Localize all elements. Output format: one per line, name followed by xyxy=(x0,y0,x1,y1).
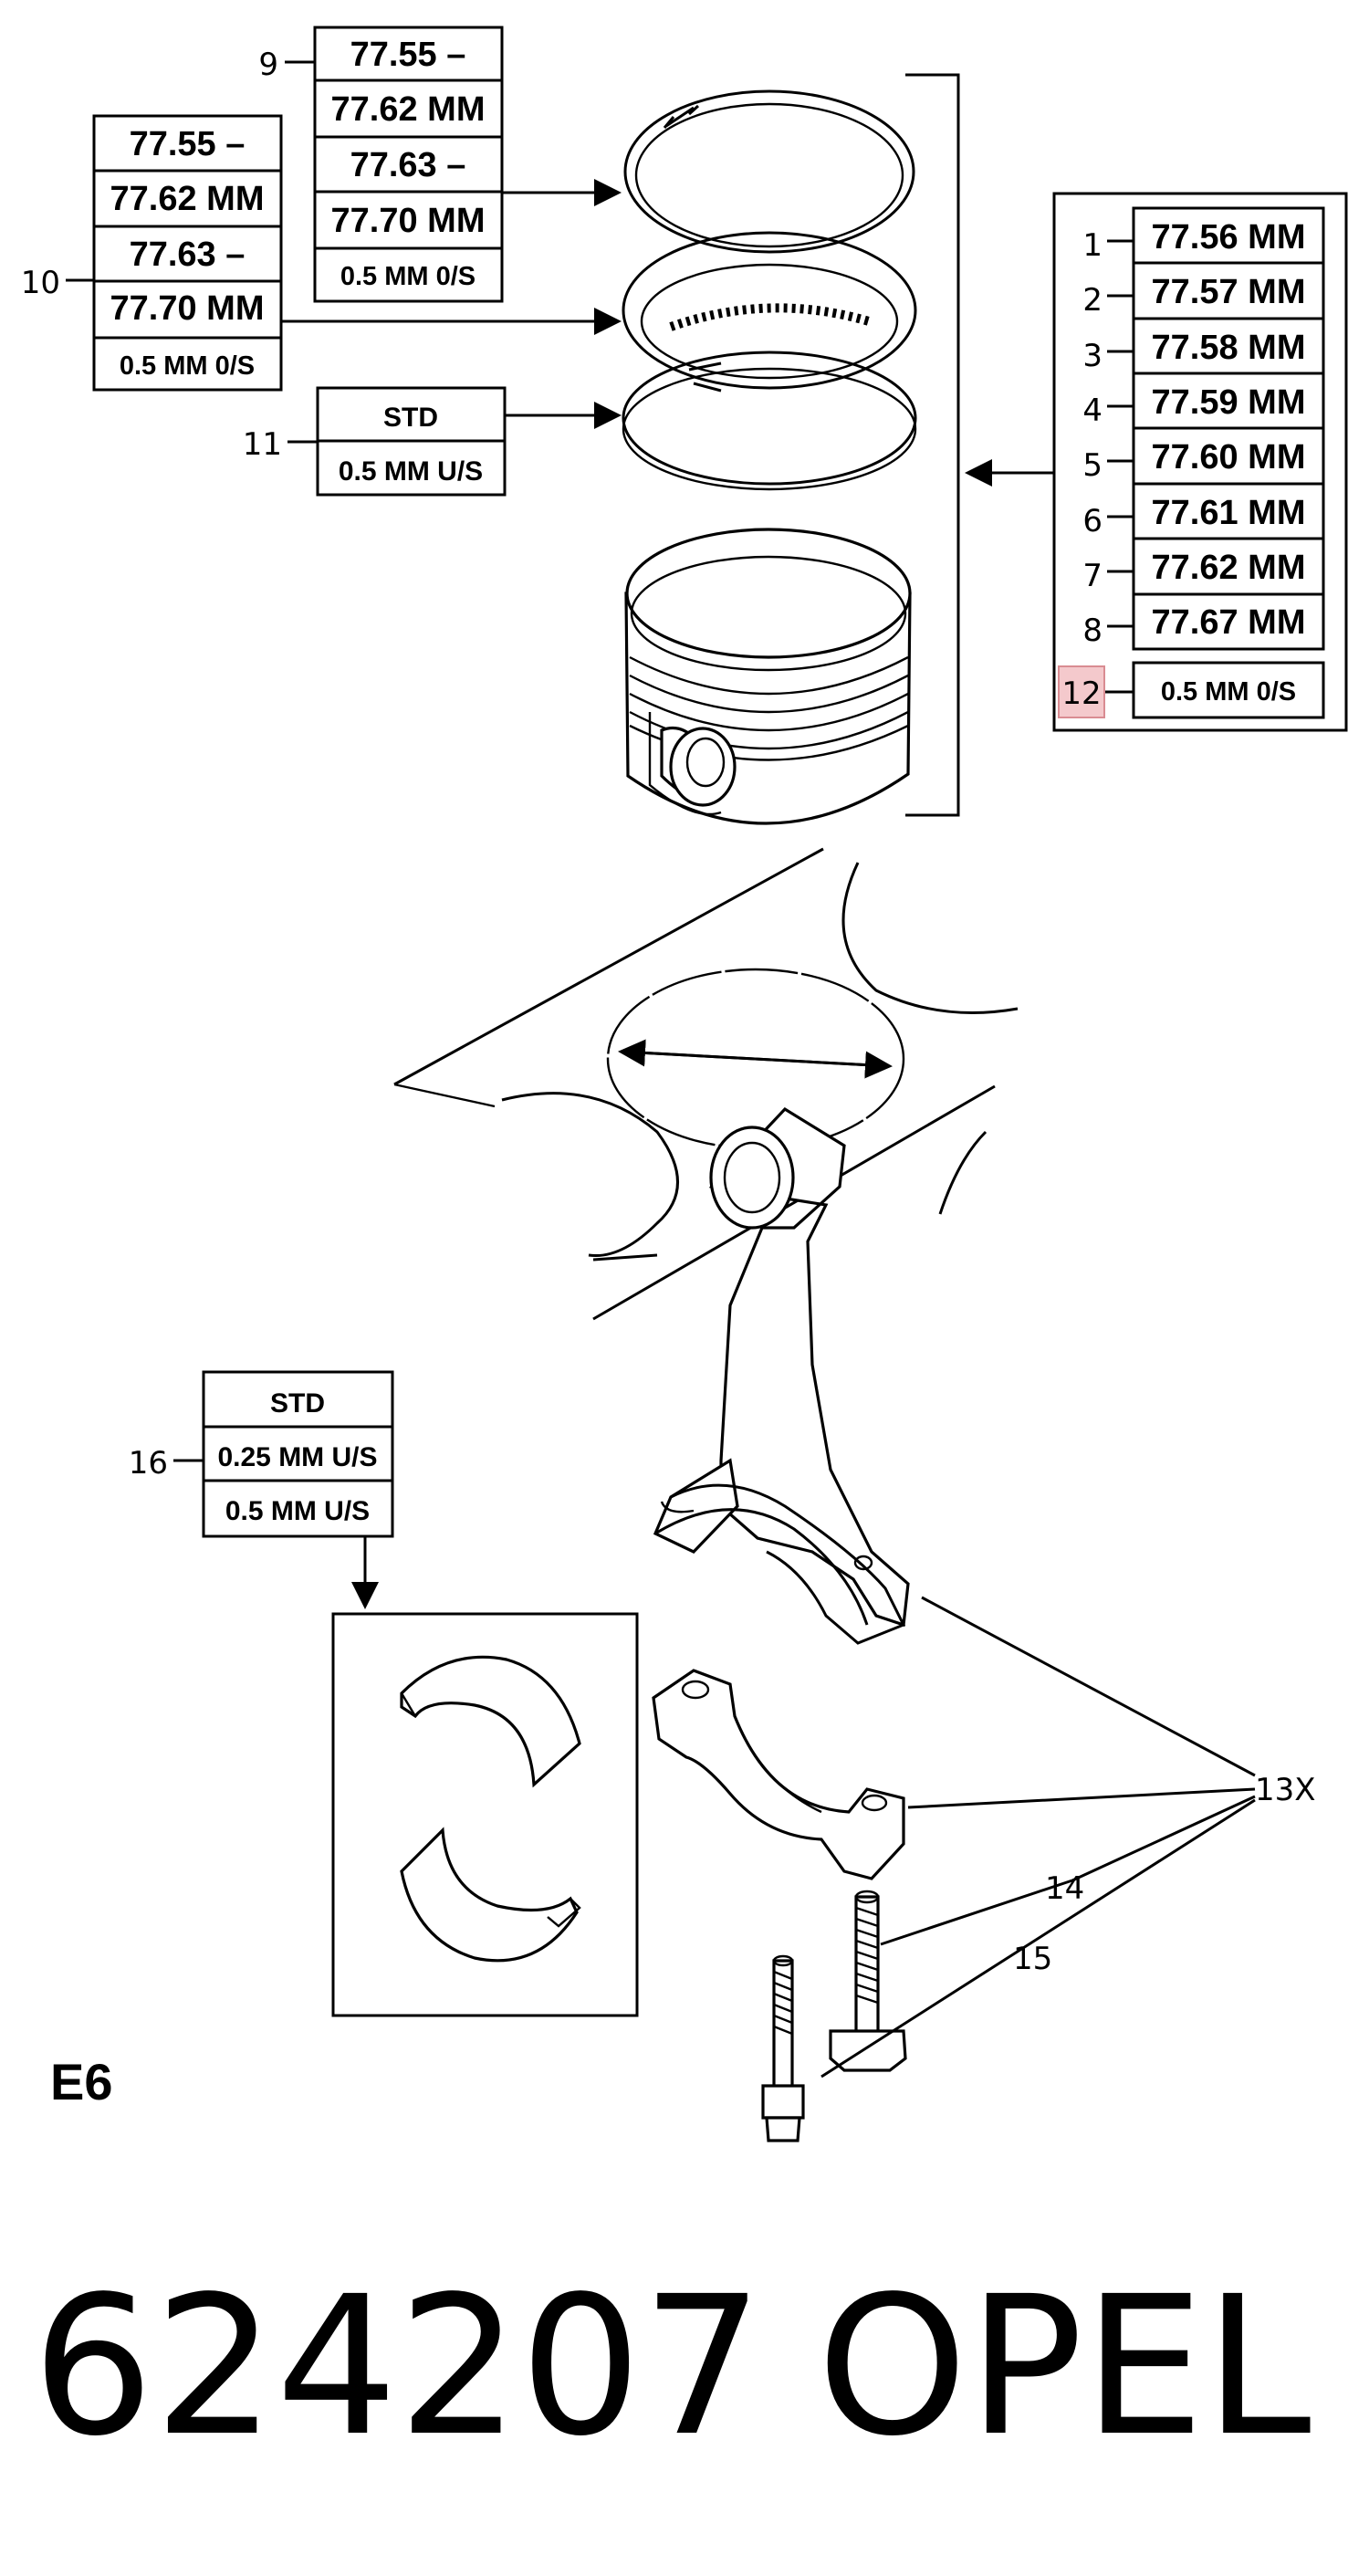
connecting-rod-bolt-15 xyxy=(761,1954,805,2142)
ring11-std: STD xyxy=(383,403,438,433)
bearing-undersize-05: 0.5 MM U/S xyxy=(225,1496,370,1526)
ring10-size-3: 77.63 – xyxy=(130,236,246,274)
ring9-size-2: 77.62 MM xyxy=(331,90,486,129)
callout-4: 4 xyxy=(1082,393,1103,429)
callout-2: 2 xyxy=(1082,282,1103,319)
ring10-spec-box: 77.55 – 77.62 MM 77.63 – 77.70 MM 0.5 MM… xyxy=(92,114,283,392)
piston-size-5: 77.60 MM xyxy=(1152,438,1306,476)
ring11-undersize: 0.5 MM U/S xyxy=(339,456,483,487)
callout-12: 12 xyxy=(1061,675,1101,712)
connecting-rod xyxy=(653,1106,910,1645)
piston xyxy=(624,528,912,825)
piston-spec-panel: 77.56 MM 77.57 MM 77.58 MM 77.59 MM 77.6… xyxy=(1052,192,1348,732)
piston-size-4: 77.59 MM xyxy=(1152,383,1306,422)
oil-control-ring xyxy=(622,351,917,491)
piston-size-2: 77.57 MM xyxy=(1152,273,1306,311)
brand-name: OPEL xyxy=(817,2255,1312,2478)
section-code: E6 xyxy=(50,2053,113,2110)
ring10-oversize: 0.5 MM 0/S xyxy=(120,351,255,381)
callout-12-highlight xyxy=(1058,665,1105,718)
bearing-spec-box: STD 0.25 MM U/S 0.5 MM U/S xyxy=(202,1370,394,1538)
piston-size-1: 77.56 MM xyxy=(1152,218,1306,257)
callout-5: 5 xyxy=(1082,447,1103,484)
ring11-spec-box: STD 0.5 MM U/S xyxy=(316,386,507,497)
callout-14: 14 xyxy=(1045,1870,1084,1907)
callout-6: 6 xyxy=(1082,503,1103,539)
callout-11: 11 xyxy=(243,426,282,463)
piston-size-7: 77.62 MM xyxy=(1152,549,1306,587)
callout-16: 16 xyxy=(129,1445,168,1482)
ring9-size-3: 77.63 – xyxy=(350,146,466,184)
ring9-oversize: 0.5 MM 0/S xyxy=(340,262,475,291)
callout-7: 7 xyxy=(1082,558,1103,594)
piston-size-8: 77.67 MM xyxy=(1152,603,1306,642)
ring9-spec-box: 77.55 – 77.62 MM 77.63 – 77.70 MM 0.5 MM… xyxy=(313,26,504,303)
bearing-shells xyxy=(331,1612,639,2017)
part-number: 624207 xyxy=(32,2255,764,2478)
bearing-std: STD xyxy=(270,1388,325,1419)
piston-size-3: 77.58 MM xyxy=(1152,329,1306,367)
ring10-size-1: 77.55 – xyxy=(130,125,246,163)
top-compression-ring xyxy=(623,89,915,254)
second-compression-ring xyxy=(622,231,917,393)
callout-8: 8 xyxy=(1082,613,1103,649)
ring10-size-4: 77.70 MM xyxy=(110,289,265,328)
callout-13x: 13X xyxy=(1255,1772,1316,1808)
connecting-rod-cap xyxy=(652,1669,905,1880)
callout-10: 10 xyxy=(21,265,60,301)
callout-1: 1 xyxy=(1082,227,1103,264)
piston-size-6: 77.61 MM xyxy=(1152,494,1306,532)
connecting-rod-bolt-14 xyxy=(829,1890,907,2072)
callout-9: 9 xyxy=(258,47,278,83)
ring9-size-1: 77.55 – xyxy=(350,36,466,74)
piston-oversize: 0.5 MM 0/S xyxy=(1161,677,1296,707)
cylinder-block xyxy=(393,847,1019,1321)
bearing-undersize-025: 0.25 MM U/S xyxy=(217,1442,377,1472)
ring9-size-4: 77.70 MM xyxy=(331,202,486,240)
callout-15: 15 xyxy=(1013,1941,1052,1977)
callout-3: 3 xyxy=(1082,338,1103,374)
ring10-size-2: 77.62 MM xyxy=(110,180,265,218)
